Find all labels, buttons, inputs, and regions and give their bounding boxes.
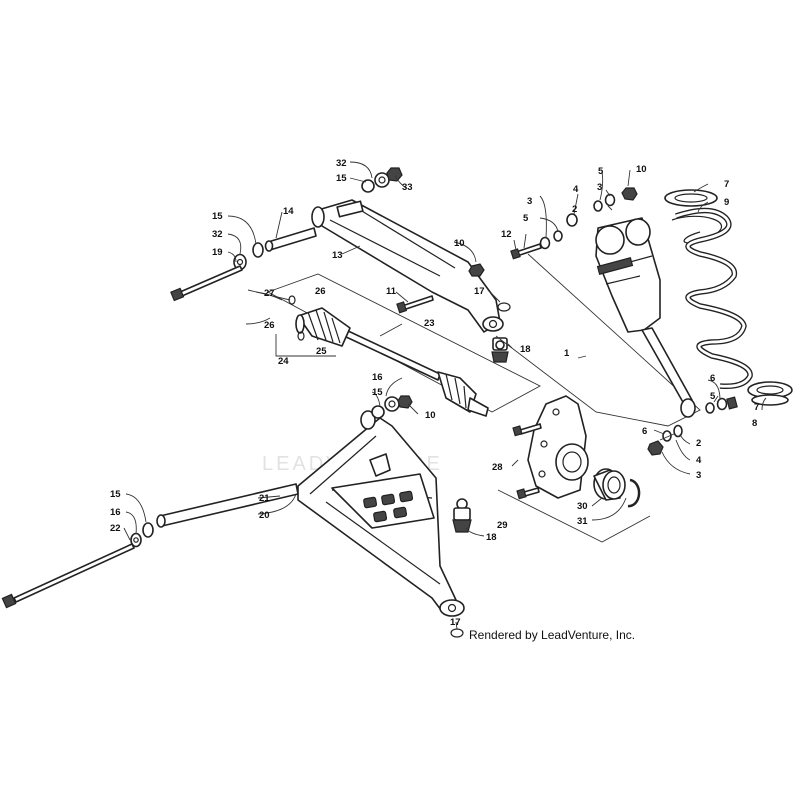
callout-2: 2 bbox=[696, 438, 701, 449]
callout-3: 3 bbox=[696, 470, 701, 481]
upper-pivot-tube bbox=[264, 227, 317, 252]
callout-23: 23 bbox=[424, 318, 435, 329]
callout-5: 5 bbox=[598, 166, 604, 177]
callout-numbers: 1 2 2 3 3 3 4 4 5 5 5 6 6 7 7 8 9 10 10 … bbox=[110, 158, 759, 628]
callout-10: 10 bbox=[636, 164, 647, 175]
callout-20: 20 bbox=[259, 510, 270, 521]
callout-3: 3 bbox=[527, 196, 532, 207]
callout-30: 30 bbox=[577, 501, 588, 512]
shock-bottom-hardware bbox=[647, 396, 738, 456]
callout-21: 21 bbox=[259, 493, 270, 504]
upper-a-arm bbox=[311, 199, 504, 333]
upper-arm-nut bbox=[468, 263, 485, 277]
callout-29: 29 bbox=[497, 520, 508, 531]
callout-15: 15 bbox=[212, 211, 223, 222]
callout-7: 7 bbox=[724, 179, 729, 190]
callout-2: 2 bbox=[572, 204, 577, 215]
upper-left-bushings bbox=[233, 242, 264, 271]
hub-group-outline bbox=[497, 489, 651, 543]
shock-absorber bbox=[595, 217, 696, 418]
callout-6: 6 bbox=[642, 426, 647, 437]
callout-24: 24 bbox=[278, 356, 289, 367]
credit-text: Rendered by LeadVenture, Inc. bbox=[469, 628, 635, 642]
callout-31: 31 bbox=[577, 516, 588, 527]
callout-7: 7 bbox=[754, 402, 759, 413]
callout-27: 27 bbox=[264, 288, 275, 299]
callout-22: 22 bbox=[110, 523, 121, 534]
lower-ball-joint bbox=[452, 498, 472, 533]
wheel-bearing bbox=[593, 468, 626, 501]
callout-10: 10 bbox=[425, 410, 436, 421]
callout-26: 26 bbox=[315, 286, 326, 297]
callout-8: 8 bbox=[752, 418, 757, 429]
upper-top-bushings bbox=[361, 167, 403, 193]
callout-16: 16 bbox=[372, 372, 383, 383]
lower-pivot-tube bbox=[156, 483, 299, 528]
upper-clip bbox=[497, 302, 511, 312]
lower-left-bushings bbox=[130, 522, 154, 548]
coil-spring bbox=[664, 189, 793, 406]
callout-4: 4 bbox=[573, 184, 579, 195]
callout-33: 33 bbox=[402, 182, 413, 193]
upper-ball-joint bbox=[491, 337, 509, 363]
callout-12: 12 bbox=[501, 229, 512, 240]
callout-26: 26 bbox=[264, 320, 275, 331]
snap-ring bbox=[627, 478, 641, 508]
callout-11: 11 bbox=[386, 286, 397, 297]
shock-group-outline bbox=[495, 253, 701, 427]
lower-a-arm bbox=[297, 410, 465, 617]
callout-5: 5 bbox=[710, 391, 716, 402]
callout-6: 6 bbox=[710, 373, 715, 384]
callout-14: 14 bbox=[283, 206, 294, 217]
upper-arm-bolt-short bbox=[396, 295, 434, 314]
drive-axle bbox=[295, 307, 489, 417]
callout-18: 18 bbox=[520, 344, 531, 355]
callout-17: 17 bbox=[450, 617, 461, 628]
callout-9: 9 bbox=[724, 197, 729, 208]
drive-axle-group-outline bbox=[266, 273, 541, 413]
callout-4: 4 bbox=[696, 455, 702, 466]
callout-16: 16 bbox=[110, 507, 121, 518]
callout-1: 1 bbox=[564, 348, 570, 359]
lower-arm-bolt bbox=[1, 543, 135, 609]
callout-18: 18 bbox=[486, 532, 497, 543]
callout-3: 3 bbox=[597, 182, 602, 193]
knuckle-bolts bbox=[512, 423, 542, 500]
callout-5: 5 bbox=[523, 213, 529, 224]
callout-15: 15 bbox=[110, 489, 121, 500]
steering-knuckle bbox=[527, 395, 589, 499]
callout-15: 15 bbox=[372, 387, 383, 398]
callout-32: 32 bbox=[336, 158, 347, 169]
callout-13: 13 bbox=[332, 250, 343, 261]
callout-10: 10 bbox=[454, 238, 465, 249]
axle-clip-bottom bbox=[297, 331, 305, 341]
lower-right-bushings bbox=[371, 395, 413, 419]
callout-19: 19 bbox=[212, 247, 223, 258]
callout-17: 17 bbox=[474, 286, 485, 297]
leader-lines bbox=[123, 161, 767, 630]
callout-28: 28 bbox=[492, 462, 503, 473]
upper-arm-bolt bbox=[170, 265, 243, 302]
callout-32: 32 bbox=[212, 229, 223, 240]
axle-kit-bracket bbox=[275, 334, 336, 357]
shock-top-hardware bbox=[510, 187, 638, 260]
lower-clip bbox=[450, 628, 464, 638]
callout-15: 15 bbox=[336, 173, 347, 184]
callout-25: 25 bbox=[316, 346, 327, 357]
